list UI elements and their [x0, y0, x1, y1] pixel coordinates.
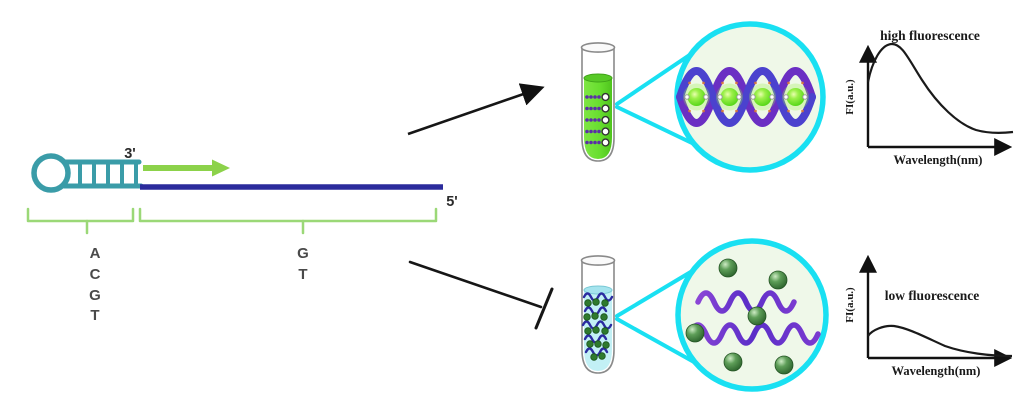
- tube-low: [580, 255, 616, 374]
- free-nanoparticles: [685, 258, 794, 375]
- base-t: T: [90, 307, 99, 324]
- graph-low: low fluorescence FI(a.u.) Wavelength(nm): [844, 254, 1013, 378]
- stem-ladder-icon: [61, 159, 144, 189]
- ssdna-wave-icon: [687, 290, 821, 346]
- base-a: A: [90, 245, 101, 262]
- base-g2: G: [297, 245, 309, 262]
- tube-rim: [580, 255, 616, 266]
- base-pair-dots: [688, 81, 804, 113]
- nanoparticle-dots: [583, 298, 610, 361]
- hairpin-probe: 3' 5' A C G T G T: [26, 146, 458, 324]
- dsdna-bead-chains: [585, 92, 610, 147]
- target-base-letters: G T: [297, 245, 309, 283]
- graph-low-ylabel: FI(a.u.): [844, 287, 856, 323]
- magnifier-low: [615, 238, 829, 392]
- bracket-template-region: [138, 207, 438, 235]
- primer-arrow-icon: [143, 159, 230, 177]
- base-c: C: [90, 266, 101, 283]
- graph-low-xlabel: Wavelength(nm): [892, 364, 981, 378]
- tube-high: [580, 42, 616, 162]
- arrow-to-high-icon: [407, 83, 545, 136]
- graph-high: high fluorescence FI(a.u.) Wavelength(nm…: [844, 28, 1014, 167]
- graph-high-xlabel: Wavelength(nm): [894, 153, 983, 167]
- graph-high-ylabel: FI(a.u.): [844, 79, 856, 115]
- spectrum-curve-high: [866, 42, 1014, 134]
- tube-rim: [580, 42, 616, 53]
- graph-high-title: high fluorescence: [880, 28, 980, 43]
- bracket-hairpin-region: [26, 207, 135, 235]
- hairpin-base-letters: A C G T: [89, 245, 101, 324]
- dsdna-helix-icon: [676, 67, 816, 127]
- inhibition-line-icon: [408, 260, 554, 330]
- intercalated-dye-dots: [683, 83, 809, 111]
- three-prime-label: 3': [124, 146, 136, 162]
- loop-icon: [31, 153, 71, 193]
- magnifier-high: [615, 21, 826, 173]
- graph-low-title: low fluorescence: [885, 288, 980, 303]
- base-t2: T: [298, 266, 307, 283]
- five-prime-label: 5': [446, 194, 458, 210]
- base-g: G: [89, 287, 101, 304]
- spectrum-curve-low: [867, 324, 1013, 358]
